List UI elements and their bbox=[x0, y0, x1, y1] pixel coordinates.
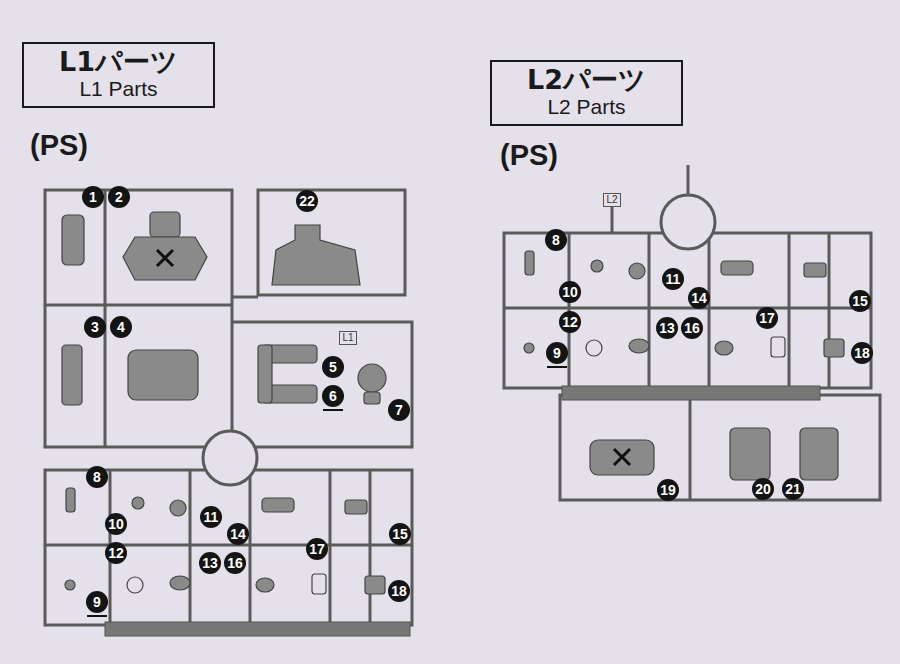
underline bbox=[87, 410, 343, 616]
callout-number: 10 bbox=[559, 281, 581, 303]
runner-l1-parts bbox=[272, 225, 360, 285]
callout-number: 11 bbox=[200, 506, 222, 528]
runner-ring bbox=[661, 195, 715, 249]
runner-l2 bbox=[687, 165, 690, 195]
callout-number: 14 bbox=[227, 523, 249, 545]
callout-number: 8 bbox=[545, 229, 567, 251]
runner-l1 bbox=[45, 190, 232, 447]
callout-number: 20 bbox=[752, 478, 774, 500]
cross-mark bbox=[157, 250, 173, 266]
runner-l2-parts bbox=[800, 428, 838, 480]
runner-l1-parts bbox=[123, 237, 207, 280]
callout-number: 14 bbox=[688, 287, 710, 309]
runner-l1 bbox=[45, 190, 412, 447]
runner-l1 bbox=[232, 296, 258, 299]
callout-number: 2 bbox=[108, 186, 130, 208]
runner-l1-parts bbox=[358, 364, 386, 392]
runner-tag: L2 bbox=[603, 193, 620, 207]
runner-l2 bbox=[560, 165, 880, 500]
runner-l1-parts bbox=[128, 350, 198, 400]
material-label: (PS) bbox=[30, 130, 88, 162]
subtitle-text: L1 Parts bbox=[38, 77, 199, 101]
cross-mark bbox=[614, 449, 630, 465]
callout-number: 18 bbox=[851, 342, 873, 364]
runner-l2-parts bbox=[590, 440, 654, 475]
runner-l2 bbox=[689, 398, 692, 500]
runner-l1 bbox=[232, 322, 412, 447]
underline bbox=[547, 366, 567, 368]
callout-number: 12 bbox=[559, 311, 581, 333]
title-text: L2パーツ bbox=[506, 65, 667, 95]
cross-mark bbox=[157, 250, 173, 266]
underline bbox=[323, 409, 343, 411]
gate-bar bbox=[562, 386, 820, 400]
callout-number: 10 bbox=[105, 513, 127, 535]
runner-block bbox=[504, 233, 871, 388]
runner-l1-parts bbox=[150, 212, 180, 237]
callout-number: 19 bbox=[657, 479, 679, 501]
runner-l2-parts bbox=[590, 428, 838, 480]
callout-number: 22 bbox=[296, 190, 318, 212]
callout-number: 17 bbox=[756, 307, 778, 329]
callout-number: 15 bbox=[389, 523, 411, 545]
callout-number: 17 bbox=[306, 538, 328, 560]
callout-number: 18 bbox=[388, 580, 410, 602]
cross-mark bbox=[614, 449, 630, 465]
callout-number: 5 bbox=[322, 356, 344, 378]
runner-l1 bbox=[45, 304, 232, 307]
runner-block bbox=[45, 470, 412, 625]
callout-number: 11 bbox=[662, 268, 684, 290]
callout-number: 15 bbox=[849, 290, 871, 312]
runner-l2 bbox=[560, 395, 880, 500]
runner-ring bbox=[203, 431, 257, 485]
callout-number: 13 bbox=[656, 317, 678, 339]
runner-l1 bbox=[104, 190, 107, 447]
material-label: (PS) bbox=[500, 140, 558, 172]
runner-l1 bbox=[258, 190, 405, 295]
callout-number: 4 bbox=[110, 316, 132, 338]
gate-bar bbox=[105, 622, 410, 636]
title-box: L1パーツL1 Parts bbox=[22, 42, 215, 108]
subtitle-text: L2 Parts bbox=[506, 95, 667, 119]
callout-number: 12 bbox=[105, 542, 127, 564]
runner-tag: L1 bbox=[339, 331, 356, 345]
callout-number: 21 bbox=[782, 478, 804, 500]
title-text: L1パーツ bbox=[38, 47, 199, 77]
callout-number: 16 bbox=[224, 552, 246, 574]
runner-l2 bbox=[611, 206, 614, 233]
callout-number: 16 bbox=[681, 317, 703, 339]
callout-number: 8 bbox=[86, 466, 108, 488]
runner-l2-parts bbox=[730, 428, 770, 480]
underline bbox=[87, 615, 107, 617]
runner-l1-parts bbox=[62, 215, 84, 265]
runner-l1-parts bbox=[258, 345, 272, 403]
callout-number: 9 bbox=[86, 591, 108, 613]
callout-number: 13 bbox=[199, 552, 221, 574]
callout-number: 7 bbox=[388, 399, 410, 421]
runner-l1-parts bbox=[62, 212, 386, 405]
runner-l1-parts bbox=[62, 345, 82, 405]
callout-number: 1 bbox=[82, 186, 104, 208]
callout-number: 9 bbox=[546, 342, 568, 364]
runner-l1-parts bbox=[364, 392, 380, 404]
callout-number: 3 bbox=[84, 316, 106, 338]
underline bbox=[547, 366, 567, 368]
callout-number: 6 bbox=[322, 385, 344, 407]
title-box: L2パーツL2 Parts bbox=[490, 60, 683, 126]
